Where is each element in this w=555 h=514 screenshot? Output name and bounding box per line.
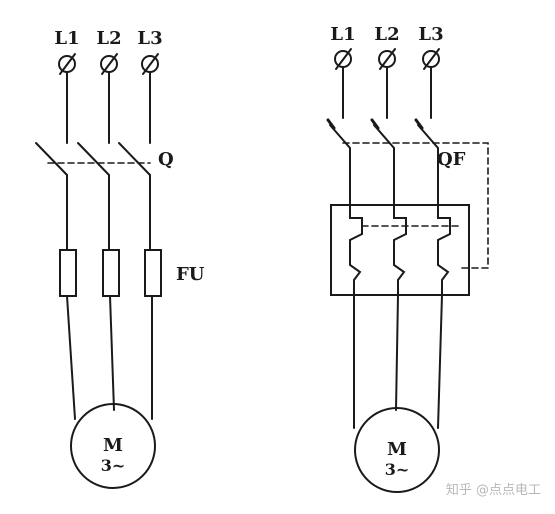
- switch-q: [35, 142, 151, 176]
- right-motor-rating: 3~: [385, 460, 410, 479]
- fuse-fu: [59, 249, 162, 297]
- fuse-label: FU: [176, 264, 205, 285]
- left-circuit: [35, 53, 162, 489]
- trip-unit-box: [330, 204, 470, 296]
- right-terminal-label-l1: L1: [330, 24, 355, 45]
- breaker-label: QF: [437, 149, 466, 170]
- watermark: 知乎 @点点电工: [445, 483, 541, 498]
- switch-label: Q: [158, 149, 174, 170]
- left-motor: [70, 403, 156, 489]
- left-terminal-label-l2: L2: [96, 28, 121, 49]
- breaker-qf: [326, 118, 489, 269]
- right-motor-label: M: [387, 439, 407, 460]
- right-motor: [354, 407, 440, 493]
- right-circuit: [326, 48, 489, 493]
- left-terminal-label-l3: L3: [137, 28, 162, 49]
- right-terminal-label-l2: L2: [374, 24, 399, 45]
- left-motor-label: M: [103, 435, 123, 456]
- right-terminal-label-l3: L3: [418, 24, 443, 45]
- left-motor-rating: 3~: [101, 456, 126, 475]
- left-terminal-label-l1: L1: [54, 28, 79, 49]
